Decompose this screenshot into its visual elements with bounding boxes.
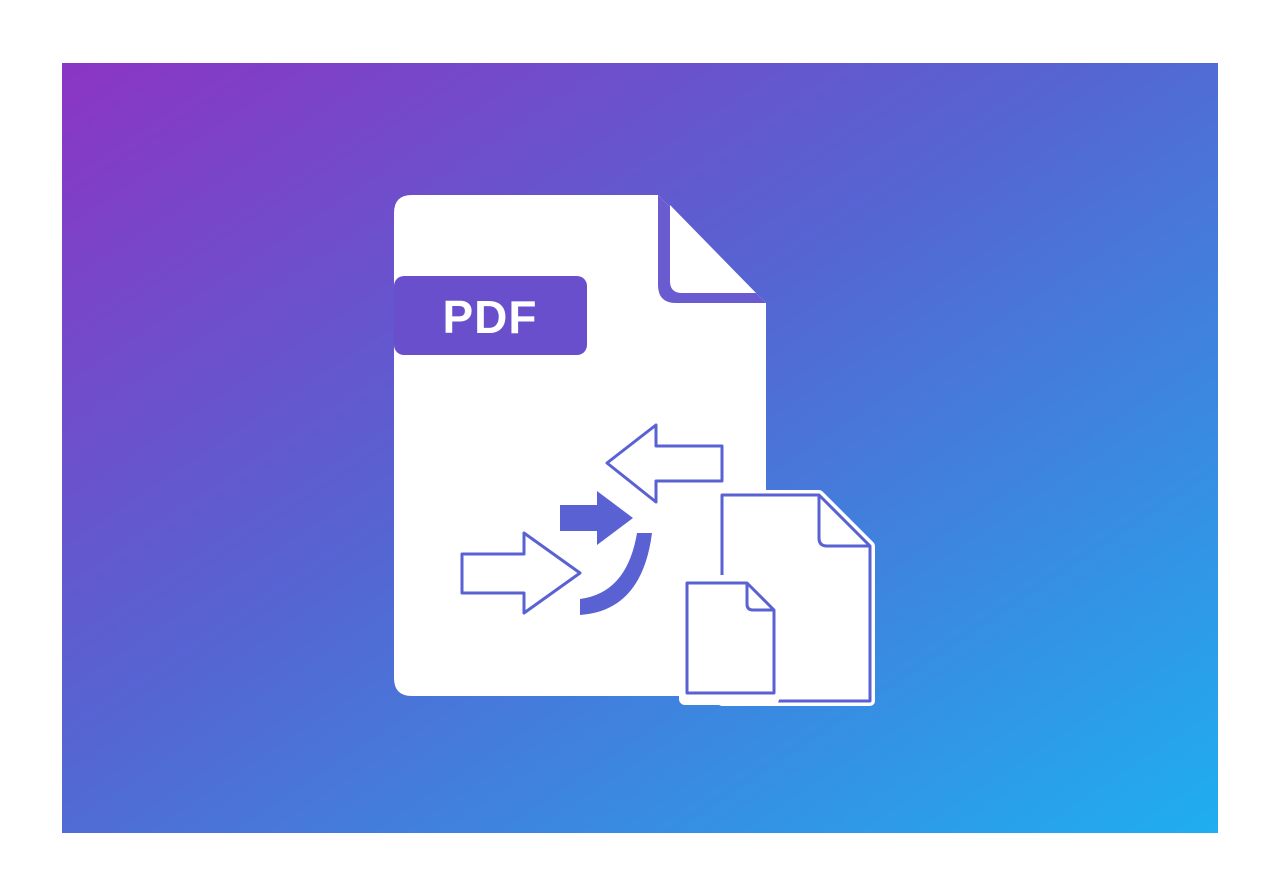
pdf-conversion-illustration: PDF [394, 195, 875, 706]
hero-banner: PDF [62, 63, 1218, 833]
pdf-badge-label: PDF [443, 291, 538, 343]
convert-arrows-icon [460, 423, 724, 615]
pdf-badge [394, 276, 587, 355]
solid-arrow-icon [560, 491, 633, 545]
documents-stack-icon [679, 490, 875, 706]
curved-arc-icon [580, 533, 652, 615]
